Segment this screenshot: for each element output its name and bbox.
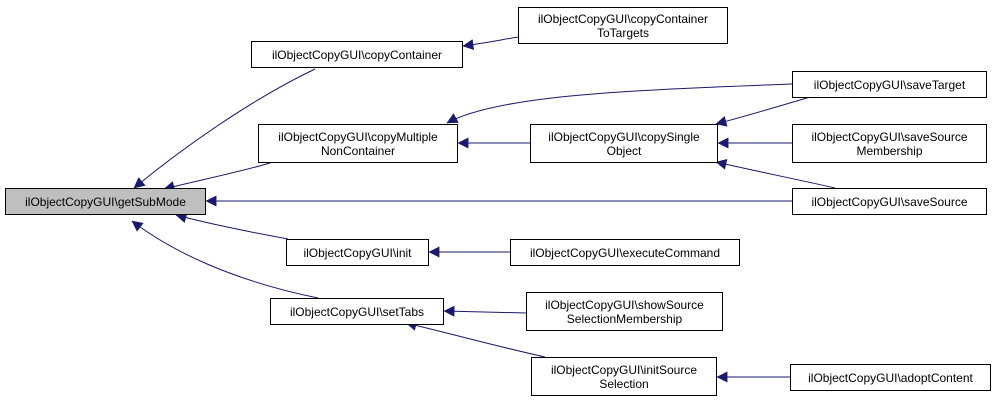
node-saveTarget[interactable]: ilObjectCopyGUI\saveTarget [792, 71, 987, 98]
node-label-line-1: ilObjectCopyGUI\copyContainer [537, 11, 709, 26]
node-label-line-2: Membership [856, 143, 923, 158]
edge-copyContainer-getSubMode [133, 68, 316, 189]
node-copySingleObject[interactable]: ilObjectCopyGUI\copySingle Object [530, 124, 718, 163]
node-init[interactable]: ilObjectCopyGUI\init [286, 239, 429, 266]
node-saveSourceMembership[interactable]: ilObjectCopyGUI\saveSource Membership [792, 124, 987, 163]
edge-init-getSubMode [175, 212, 289, 240]
node-label-line-1: ilObjectCopyGUI\initSource [550, 362, 698, 377]
edge-saveTarget-copySingleObject [715, 96, 811, 127]
node-label-line-1: ilObjectCopyGUI\copyMultiple [278, 129, 438, 144]
node-label-line-2: Selection [599, 376, 649, 391]
node-copyContainer[interactable]: ilObjectCopyGUI\copyContainer [251, 41, 463, 68]
edge-saveTarget-copyMultipleNonContainer [446, 83, 793, 124]
node-label: ilObjectCopyGUI\init [303, 245, 412, 260]
node-label: ilObjectCopyGUI\saveSource [811, 194, 968, 209]
node-copyMultipleNonContainer[interactable]: ilObjectCopyGUI\copyMultiple NonContaine… [258, 124, 458, 163]
edge-initSourceSelection-setTabs [405, 320, 546, 358]
edge-copyContainerToTargets-copyContainer [462, 36, 519, 51]
node-label-line-2: Object [606, 143, 642, 158]
node-label-line-1: ilObjectCopyGUI\saveSource [811, 129, 968, 144]
edge-saveSource-copySingleObject [715, 158, 836, 189]
node-label: ilObjectCopyGUI\copyContainer [271, 47, 443, 62]
node-setTabs[interactable]: ilObjectCopyGUI\setTabs [270, 298, 444, 325]
node-showSourceSelectionMembership[interactable]: ilObjectCopyGUI\showSource SelectionMemb… [526, 292, 723, 331]
node-executeCommand[interactable]: ilObjectCopyGUI\executeCommand [510, 239, 740, 266]
node-label-line-2: SelectionMembership [566, 311, 683, 326]
node-label-line-2: ToTargets [596, 25, 649, 40]
node-label: ilObjectCopyGUI\adoptContent [808, 370, 973, 385]
node-label-line-2: NonContainer [320, 143, 396, 158]
node-getSubMode[interactable]: ilObjectCopyGUI\getSubMode [5, 188, 206, 215]
node-label-line-1: ilObjectCopyGUI\copySingle [548, 129, 700, 144]
node-saveSource[interactable]: ilObjectCopyGUI\saveSource [792, 188, 987, 215]
node-copyContainerToTargets[interactable]: ilObjectCopyGUI\copyContainer ToTargets [518, 7, 728, 44]
node-label: ilObjectCopyGUI\executeCommand [529, 245, 721, 260]
edge-setTabs-getSubMode [131, 220, 319, 299]
node-label: ilObjectCopyGUI\setTabs [289, 304, 425, 319]
node-initSourceSelection[interactable]: ilObjectCopyGUI\initSource Selection [531, 357, 717, 396]
node-label-line-1: ilObjectCopyGUI\showSource [545, 297, 704, 312]
node-adoptContent[interactable]: ilObjectCopyGUI\adoptContent [790, 364, 991, 391]
edge-showSourceSelectionMembership-setTabs [443, 305, 527, 317]
node-label: ilObjectCopyGUI\saveTarget [813, 77, 966, 92]
node-label: ilObjectCopyGUI\getSubMode [25, 194, 186, 209]
edge-copyMultipleNonContainer-getSubMode [163, 162, 271, 192]
